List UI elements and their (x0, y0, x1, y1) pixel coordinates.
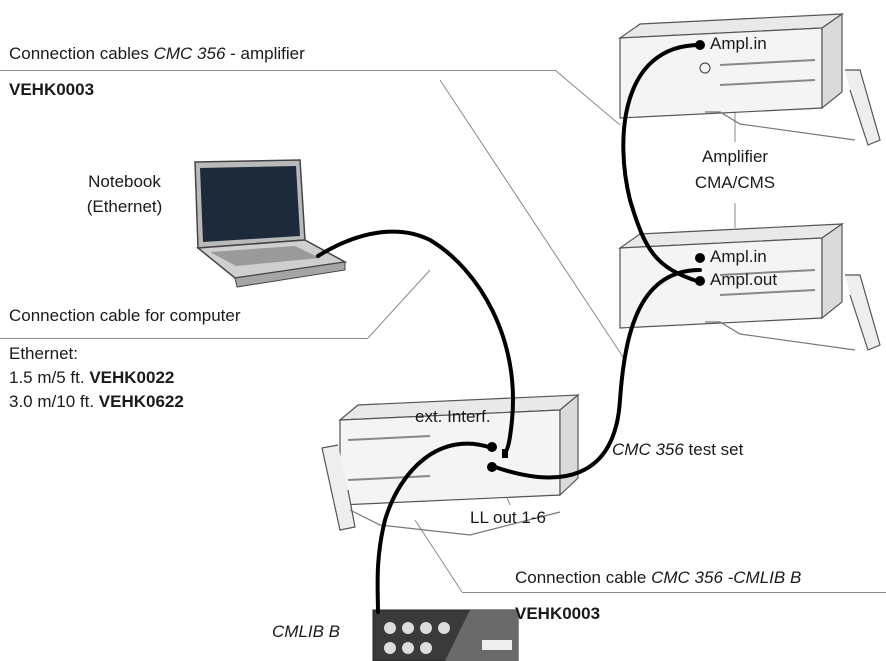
cable-computer (316, 229, 515, 454)
ll-out-label: LL out 1-6 (470, 508, 546, 527)
divider-amp-cables (0, 70, 555, 71)
cmlib-cable-model: CMC 356 -CMLIB B (651, 568, 802, 587)
connector-ampl-out (695, 276, 705, 286)
leader-line-amp-top (554, 69, 621, 126)
notebook-label-line2: (Ethernet) (86, 197, 163, 216)
ethernet-option-1: 1.5 m/5 ft. VEHK0022 (9, 368, 174, 388)
notebook-computer (194, 159, 348, 288)
eth-line1-prefix: 1.5 m/5 ft. (9, 368, 90, 387)
connector-ext-interf (487, 442, 497, 452)
amp-cables-model: CMC 356 (153, 44, 226, 63)
connector-ll-out (487, 462, 497, 472)
connector-ampl-in-top (695, 40, 705, 50)
amp-cables-suffix: - amplifier (225, 44, 305, 63)
test-set-label: CMC 356 test set (612, 440, 743, 460)
ampl-in-bottom-label: Ampl.in (710, 247, 767, 266)
ethernet-title: Ethernet: (9, 344, 78, 363)
test-set-model: CMC 356 (612, 440, 684, 459)
amp-cables-prefix: Connection cables (9, 44, 154, 63)
ethernet-option-2: 3.0 m/10 ft. VEHK0622 (9, 392, 184, 412)
notebook-label-line1: Notebook (88, 172, 161, 191)
divider-computer-cable (0, 338, 368, 339)
cmlib-b-device (372, 609, 519, 661)
cable-amplifier-loop (621, 43, 702, 284)
amplifier-label-line1: Amplifier (701, 147, 769, 166)
test-set-suffix: test set (683, 440, 744, 459)
cmlib-cable-code: VEHK0003 (515, 604, 601, 623)
eth-line2-code: VEHK0622 (98, 392, 184, 411)
computer-cable-label: Connection cable for computer (9, 306, 241, 325)
amplifier-bottom-device (617, 222, 881, 351)
cmlib-b-label: CMLIB B (272, 622, 341, 641)
divider-cmlib-cable (462, 592, 886, 593)
connector-ampl-in-bottom (695, 253, 705, 263)
ampl-out-label: Ampl.out (710, 270, 778, 289)
cmlib-cable-label: Connection cable CMC 356 -CMLIB B (515, 568, 801, 588)
amp-cables-label: Connection cables CMC 356 - amplifier (9, 44, 305, 64)
cmlib-cable-prefix: Connection cable (515, 568, 652, 587)
ext-interf-label: ext. Interf. (415, 407, 491, 426)
eth-line2-prefix: 3.0 m/10 ft. (9, 392, 99, 411)
amp-cables-code: VEHK0003 (9, 80, 95, 99)
cmc-356-test-set (321, 393, 580, 536)
leader-line-amp-cable (439, 79, 626, 361)
eth-line1-code: VEHK0022 (89, 368, 175, 387)
cable-cmlib (375, 441, 494, 614)
amplifier-label-line2: CMA/CMS (694, 173, 776, 192)
leader-line-computer (367, 269, 431, 339)
connector-ethernet (502, 449, 508, 458)
ampl-in-top-label: Ampl.in (710, 34, 767, 53)
cable-amplifier-to-test-set (490, 268, 702, 480)
leader-line-cmlib (414, 519, 463, 593)
